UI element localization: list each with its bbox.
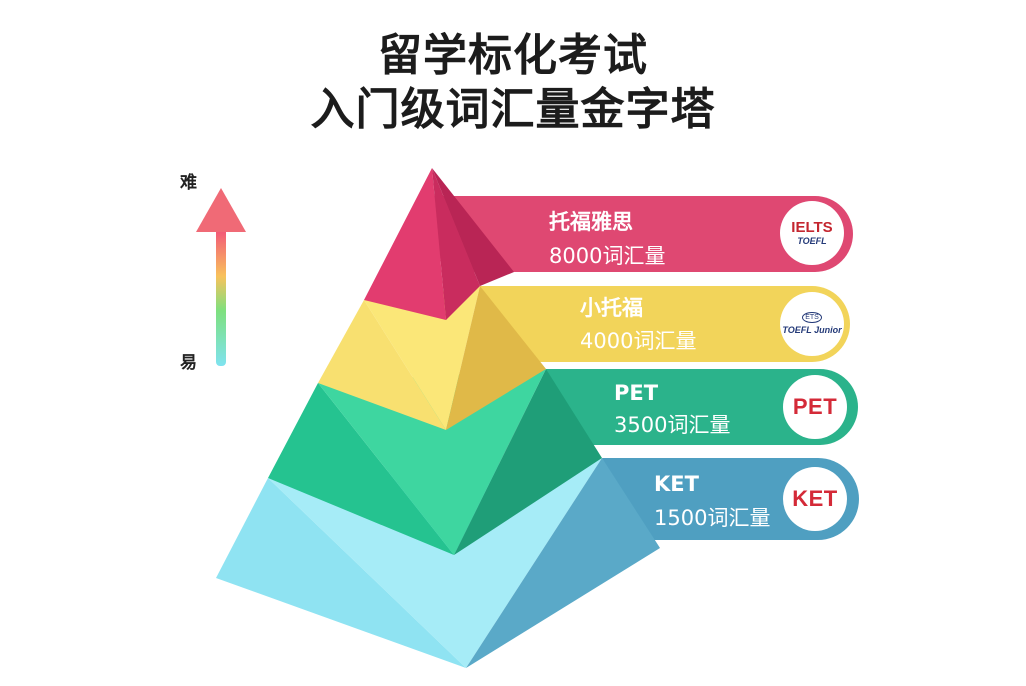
pet-logo-text: PET bbox=[792, 394, 838, 419]
pet-logo: PET bbox=[783, 375, 847, 439]
toefl-junior-logo: ETS TOEFL Junior bbox=[780, 292, 844, 356]
difficulty-arrow bbox=[196, 188, 246, 366]
level-4-name: KET bbox=[654, 472, 699, 496]
level-1-vocab: 8000词汇量 bbox=[549, 244, 666, 268]
pyramid-layer-toefl-junior bbox=[318, 286, 546, 430]
level-4-vocab: 1500词汇量 bbox=[654, 506, 771, 530]
ket-logo-text: KET bbox=[792, 486, 838, 511]
difficulty-hard-label: 难 bbox=[180, 173, 197, 193]
level-3-name: PET bbox=[614, 381, 659, 405]
title-line-1: 留学标化考试 bbox=[378, 30, 648, 81]
band-ielts-toefl bbox=[422, 196, 853, 272]
level-2-name: 小托福 bbox=[580, 296, 643, 320]
ielts-toefl-logo: IELTS TOEFL bbox=[780, 201, 844, 265]
band-toefl-junior bbox=[480, 286, 850, 362]
ets-logo-text: ETS bbox=[802, 312, 822, 323]
ielts-logo-text: IELTS bbox=[791, 218, 833, 236]
difficulty-easy-label: 易 bbox=[180, 353, 197, 373]
title-line-2: 入门级词汇量金字塔 bbox=[310, 84, 716, 135]
ket-logo: KET bbox=[783, 467, 847, 531]
pyramid-layer-pet bbox=[268, 369, 602, 555]
toefl-logo-text: TOEFL bbox=[797, 235, 827, 246]
level-1-name: 托福雅思 bbox=[549, 210, 633, 234]
toefl-junior-logo-text: TOEFL Junior bbox=[782, 325, 842, 335]
level-3-vocab: 3500词汇量 bbox=[614, 413, 731, 437]
pyramid-layer-ielts-toefl bbox=[364, 168, 514, 320]
level-2-vocab: 4000词汇量 bbox=[580, 329, 697, 353]
band-pet bbox=[546, 369, 858, 445]
